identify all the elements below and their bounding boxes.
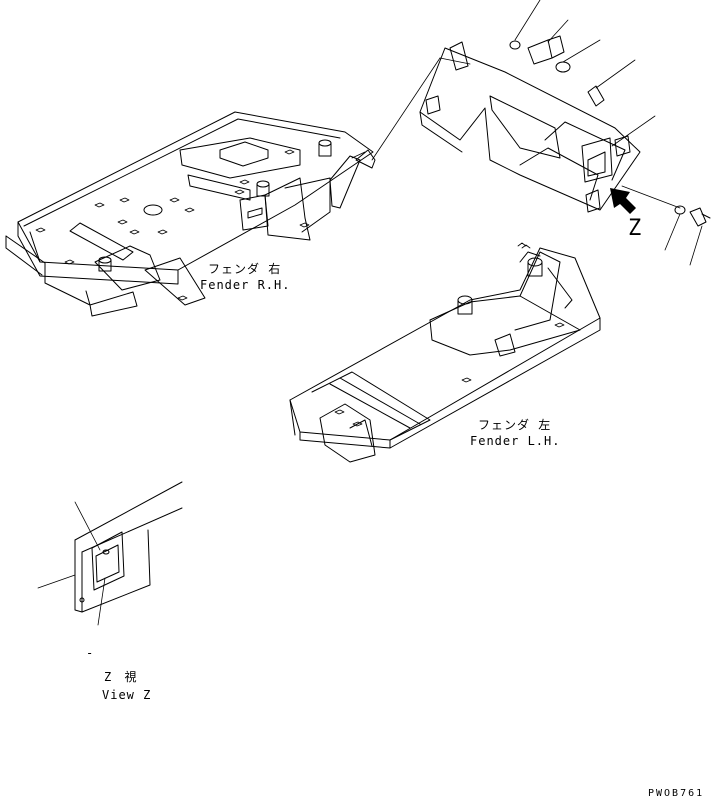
view-z-dash: - <box>86 646 95 660</box>
fender-rh-label-jp: フェンダ 右 <box>208 262 282 276</box>
fender-rh-label-en: Fender R.H. <box>200 278 291 292</box>
view-direction-arrow-icon <box>610 188 636 214</box>
bracket-assembly-upper <box>355 0 711 266</box>
fender-lh-assembly <box>289 242 601 463</box>
view-z-label-en: View Z <box>102 688 152 702</box>
fender-rh-assembly <box>5 111 374 317</box>
view-marker-z: Z <box>628 216 642 241</box>
view-z-label-jp: Z 視 <box>104 670 140 684</box>
fender-lh-label-jp: フェンダ 左 <box>478 418 552 432</box>
view-z-detail <box>37 481 183 626</box>
part-code: PWOB761 <box>648 788 705 799</box>
fender-lh-label-en: Fender L.H. <box>470 434 561 448</box>
